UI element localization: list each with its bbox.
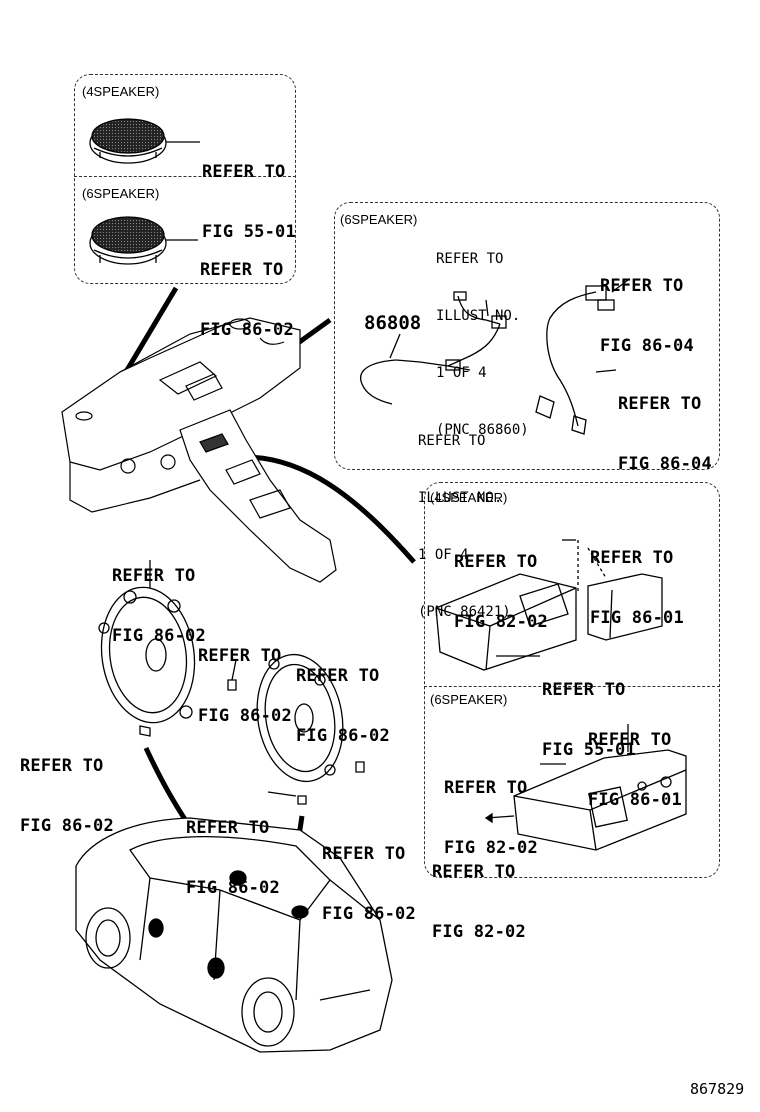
illust-line: 1 OF 4 [418,547,469,563]
jack-6speaker-ref-a: REFER TO FIG 86-01 [588,690,682,830]
front-speaker-drawing [98,560,237,737]
front-screw-ref: REFER TO FIG 86-02 [198,606,292,746]
jack-4speaker-ref-b: REFER TO FIG 86-01 [590,508,684,648]
ref-line: REFER TO [588,730,672,750]
part-number-label: 86808 [364,312,422,334]
tweeter-6speaker-drawing [89,216,198,265]
jack-6speaker-drawing [484,724,687,851]
illust-ref-a: REFER TO ILLUST NO. 1 OF 4 (PNC 86860) [436,212,529,459]
tweeter-panel [74,74,296,284]
car-drawing [75,817,393,1053]
jack-6speaker-ref-c: REFER TO FIG 82-02 [432,822,526,962]
illust-line: REFER TO [418,433,486,449]
illust-line: 1 OF 4 [436,365,487,381]
ref-line: REFER TO [432,862,516,882]
tweeter-6speaker-ref: REFER TO FIG 86-02 [200,220,294,360]
jack-4speaker-title: (4SPEAKER) [430,490,508,505]
tweeter-4speaker-title: (4SPEAKER) [82,84,160,99]
ref-line: FIG 82-02 [454,612,548,632]
harness-panel [334,202,720,470]
ref-line: FIG 86-02 [200,320,294,340]
wire-harness-drawing [360,279,629,435]
ref-line: FIG 86-02 [322,904,416,924]
rear-screw2-ref: REFER TO FIG 86-02 [322,804,416,944]
ref-line: FIG 86-02 [198,706,292,726]
tweeter-4speaker-ref: REFER TO FIG 55-01 [202,122,296,262]
jack-6speaker-title: (6SPEAKER) [430,692,508,707]
ref-line: REFER TO [454,552,538,572]
illust-line: ILLUST NO. [418,490,503,506]
rear-speaker-drawing [256,653,365,805]
ref-line: FIG 86-02 [112,626,206,646]
ref-line: FIG 86-01 [590,608,684,628]
ref-line: REFER TO [542,680,626,700]
jack-panel [424,482,720,878]
rear-speaker-ref: REFER TO FIG 86-02 [296,626,390,766]
front-speaker-ref: REFER TO FIG 86-02 [112,526,206,666]
tweeter-4speaker-drawing [89,118,200,164]
ref-line: REFER TO [600,276,684,296]
ref-line: FIG 86-04 [618,454,712,474]
jack-4speaker-drawing [435,539,663,671]
ref-line: FIG 86-02 [186,878,280,898]
ref-line: FIG 55-01 [202,222,296,242]
ref-line: REFER TO [186,818,270,838]
ref-line: REFER TO [322,844,406,864]
ref-line: REFER TO [618,394,702,414]
tweeter-panel-divider [74,176,296,177]
ref-line: REFER TO [296,666,380,686]
jack-4speaker-ref-c: REFER TO FIG 55-01 [542,640,636,780]
dashboard-drawing [61,317,337,583]
left-screw-ref: REFER TO FIG 86-02 [20,716,114,856]
jack-4speaker-ref-a: REFER TO FIG 82-02 [454,512,548,652]
ref-line: REFER TO [590,548,674,568]
jack-6speaker-ref-b: REFER TO FIG 82-02 [444,738,538,878]
ref-line: REFER TO [444,778,528,798]
harness-ref-top-right: REFER TO FIG 86-04 [600,236,694,376]
ref-line: REFER TO [202,162,286,182]
ref-line: REFER TO [200,260,284,280]
ref-line: FIG 82-02 [444,838,538,858]
diagram-id: 867829 [690,1080,745,1098]
illust-ref-b: REFER TO ILLUST NO. 1 OF 4 (PNC 86421) [418,394,511,641]
ref-line: FIG 86-01 [588,790,682,810]
harness-title: (6SPEAKER) [340,212,418,227]
ref-line: REFER TO [20,756,104,776]
ref-line: REFER TO [198,646,282,666]
ref-line: FIG 86-02 [296,726,390,746]
illust-line: ILLUST NO. [436,308,521,324]
ref-line: FIG 86-02 [20,816,114,836]
tweeter-6speaker-title: (6SPEAKER) [82,186,160,201]
ref-line: FIG 55-01 [542,740,636,760]
illust-line: (PNC 86421) [418,604,511,620]
rear-screw-ref: REFER TO FIG 86-02 [186,778,280,918]
illust-line: REFER TO [436,251,504,267]
jack-panel-divider [424,686,720,687]
illust-line: (PNC 86860) [436,422,529,438]
ref-line: FIG 82-02 [432,922,526,942]
ref-line: FIG 86-04 [600,336,694,356]
ref-line: REFER TO [112,566,196,586]
harness-ref-mid-right: REFER TO FIG 86-04 [618,354,712,494]
